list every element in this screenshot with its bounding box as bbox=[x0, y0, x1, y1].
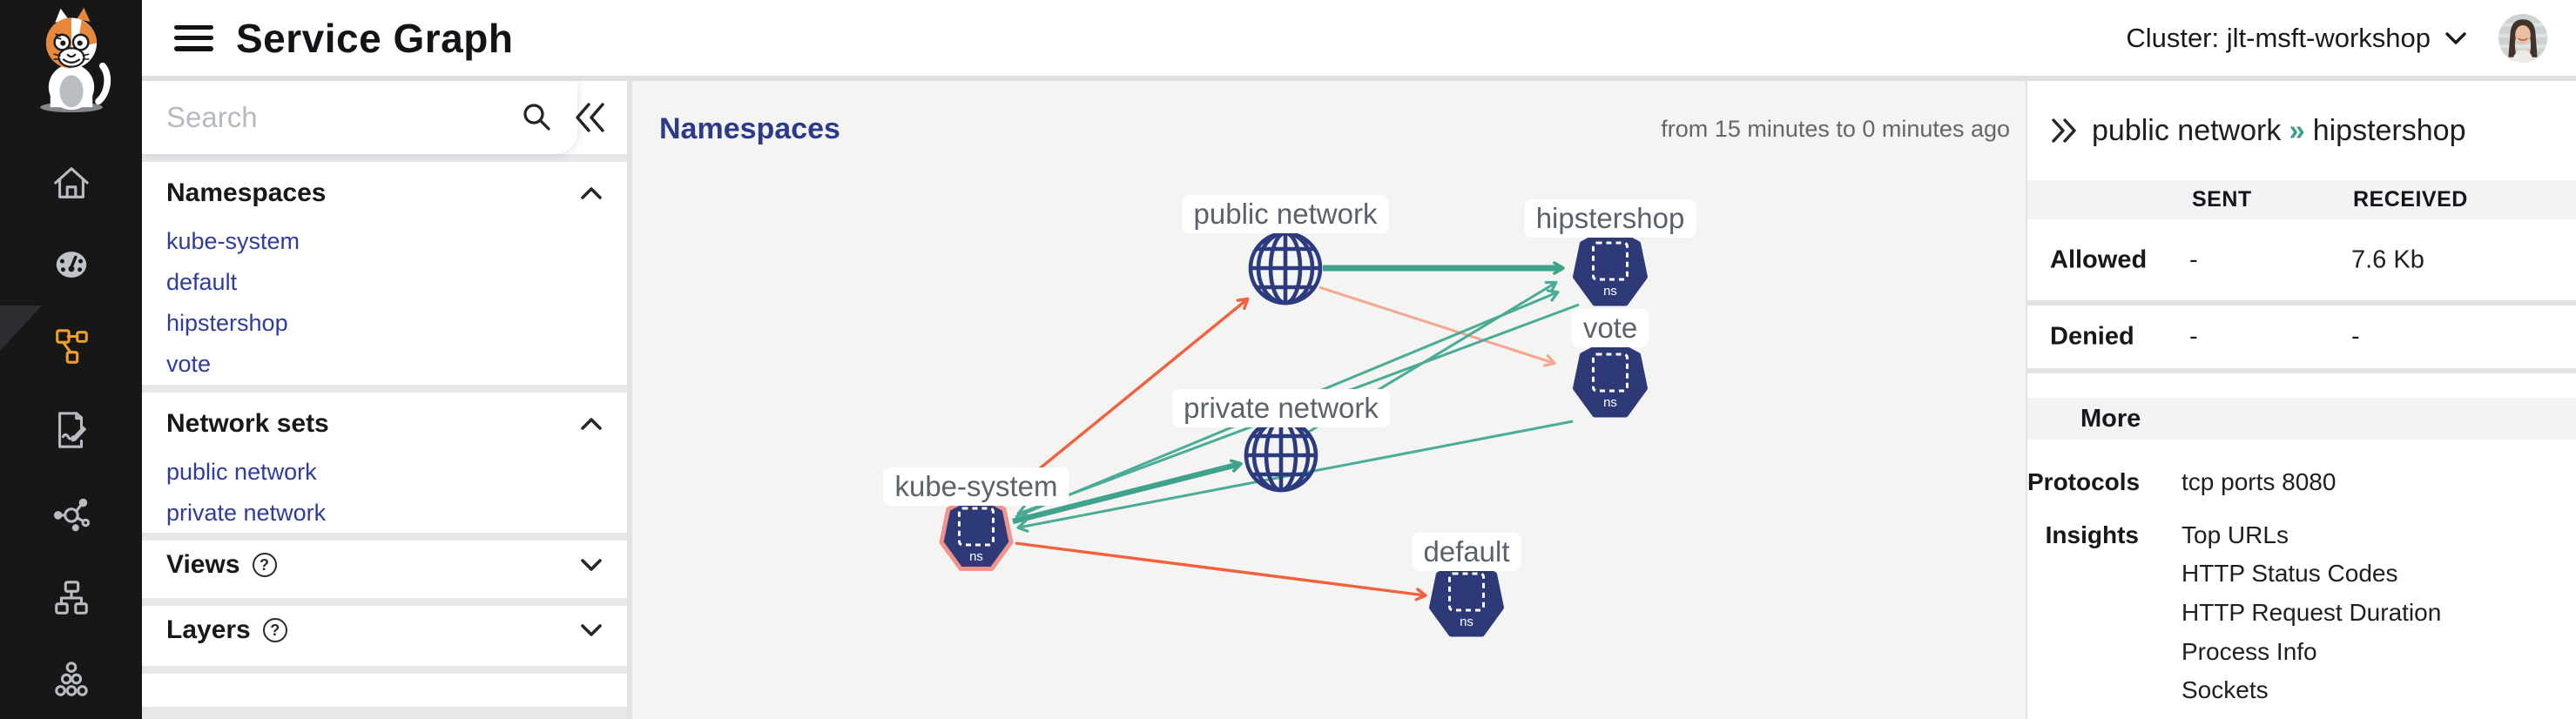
chevron-up-icon bbox=[580, 186, 603, 200]
time-range-label: from 15 minutes to 0 minutes ago bbox=[1661, 116, 2010, 142]
section-title: Network sets bbox=[166, 409, 329, 438]
node-hipstershop[interactable]: ns bbox=[1573, 226, 1648, 306]
active-rail-notch bbox=[0, 306, 42, 351]
chevron-up-icon bbox=[580, 417, 603, 431]
section-title: Views bbox=[166, 550, 240, 579]
node-default[interactable]: ns bbox=[1429, 557, 1504, 637]
protocols-value: tcp ports 8080 bbox=[2182, 468, 2337, 495]
calico-cat-logo bbox=[40, 3, 111, 113]
section-header-views[interactable]: Views ? bbox=[166, 541, 603, 589]
reports-icon[interactable] bbox=[51, 411, 91, 451]
namespace-link[interactable]: hipstershop bbox=[166, 310, 288, 336]
dashboard-icon[interactable] bbox=[51, 245, 91, 285]
service-graph-icon[interactable] bbox=[51, 326, 91, 366]
edge-kube-system-to-private-network[interactable] bbox=[1012, 459, 1243, 525]
graph-canvas: Namespaces from 15 minutes to 0 minutes … bbox=[627, 81, 2026, 719]
table-row-allowed: Allowed - 7.6 Kb bbox=[2027, 219, 2576, 300]
node-label-public-network[interactable]: public network bbox=[1182, 195, 1389, 233]
icon-rail bbox=[0, 0, 142, 719]
panel-divider bbox=[627, 81, 632, 719]
namespace-link[interactable]: default bbox=[166, 269, 238, 295]
node-label-kube-system[interactable]: kube-system bbox=[883, 467, 1069, 506]
breadcrumb-separator-icon: » bbox=[2289, 114, 2305, 146]
home-icon[interactable] bbox=[51, 163, 91, 203]
traffic-table-header: SENT RECEIVED bbox=[2027, 180, 2576, 219]
column-header-sent: SENT bbox=[2192, 187, 2252, 212]
panel-footer bbox=[142, 674, 627, 707]
namespace-link[interactable]: kube-system bbox=[166, 228, 300, 254]
node-label-private-network[interactable]: private network bbox=[1172, 389, 1390, 427]
ns-badge: ns bbox=[969, 549, 983, 564]
breadcrumb: public network » hipstershop bbox=[2027, 81, 2576, 180]
search-icon[interactable] bbox=[519, 100, 554, 135]
topbar: Service Graph Cluster: jlt-msft-workshop bbox=[142, 0, 2576, 81]
column-header-received: RECEIVED bbox=[2353, 187, 2468, 212]
help-icon[interactable]: ? bbox=[252, 553, 277, 577]
row-label: Denied bbox=[2050, 322, 2134, 351]
node-private-network[interactable] bbox=[1244, 418, 1318, 493]
breadcrumb-target[interactable]: hipstershop bbox=[2312, 113, 2466, 147]
canvas-view-title: Namespaces bbox=[659, 112, 840, 145]
chevron-down-icon[interactable] bbox=[2445, 30, 2467, 46]
divider bbox=[2027, 300, 2576, 306]
section-header-namespaces[interactable]: Namespaces bbox=[166, 169, 603, 218]
node-kube-system[interactable]: ns bbox=[939, 492, 1014, 571]
network-set-link[interactable]: public network bbox=[166, 459, 317, 485]
cell-received: 7.6 Kb bbox=[2351, 245, 2424, 273]
more-label: More bbox=[2080, 404, 2141, 433]
ns-badge: ns bbox=[1603, 395, 1617, 410]
edge-public-network-to-vote[interactable] bbox=[1318, 286, 1556, 367]
section-header-network-sets[interactable]: Network sets bbox=[166, 400, 603, 448]
ns-badge: ns bbox=[1460, 615, 1473, 629]
node-label-default[interactable]: default bbox=[1412, 533, 1521, 571]
page-title: Service Graph bbox=[236, 15, 514, 61]
chevron-down-icon bbox=[580, 558, 603, 572]
menu-icon[interactable] bbox=[174, 24, 213, 51]
more-section-header[interactable]: More bbox=[2027, 398, 2576, 440]
chevron-down-icon bbox=[580, 623, 603, 637]
insight-item[interactable]: Top URLs bbox=[2182, 521, 2289, 548]
cell-sent: - bbox=[2189, 245, 2198, 273]
collapse-panel-icon[interactable] bbox=[574, 102, 607, 133]
protocols-label: Protocols bbox=[2027, 468, 2141, 495]
node-label-vote[interactable]: vote bbox=[1571, 309, 1649, 347]
user-avatar[interactable] bbox=[2498, 13, 2547, 63]
edge-details-panel: public network » hipstershop SENT RECEIV… bbox=[2026, 81, 2576, 719]
namespace-link[interactable]: vote bbox=[166, 351, 212, 377]
breadcrumb-source[interactable]: public network bbox=[2092, 113, 2282, 147]
network-flows-icon[interactable] bbox=[51, 494, 91, 534]
cluster-selector[interactable]: Cluster: jlt-msft-workshop bbox=[2126, 22, 2431, 53]
cluster-group-icon[interactable] bbox=[51, 659, 91, 699]
node-vote[interactable]: ns bbox=[1573, 338, 1648, 418]
section-title: Namespaces bbox=[166, 178, 327, 207]
cell-received: - bbox=[2351, 322, 2360, 351]
insights-label: Insights bbox=[2045, 521, 2139, 548]
divider bbox=[2027, 368, 2576, 373]
edge-kube-system-to-default[interactable] bbox=[1015, 541, 1427, 601]
filter-panel: Namespaces kube-system default hipstersh… bbox=[142, 81, 627, 719]
cell-sent: - bbox=[2189, 322, 2198, 351]
ns-badge: ns bbox=[1603, 284, 1617, 299]
row-label: Allowed bbox=[2050, 245, 2148, 273]
node-label-hipstershop[interactable]: hipstershop bbox=[1524, 199, 1696, 238]
insight-item[interactable]: Process Info bbox=[2182, 638, 2317, 665]
search-input[interactable] bbox=[166, 97, 515, 138]
topology-icon[interactable] bbox=[51, 578, 91, 618]
insight-item[interactable]: Sockets bbox=[2182, 676, 2269, 703]
search-card bbox=[142, 81, 577, 154]
expand-panel-icon[interactable] bbox=[2050, 118, 2078, 144]
section-title: Layers bbox=[166, 615, 251, 644]
help-icon[interactable]: ? bbox=[262, 618, 287, 642]
service-graph: ns ns ns ns bbox=[939, 226, 1648, 637]
network-set-link[interactable]: private network bbox=[166, 500, 327, 526]
insight-item[interactable]: HTTP Request Duration bbox=[2182, 599, 2442, 626]
table-row-denied: Denied - - bbox=[2027, 306, 2576, 368]
node-public-network[interactable] bbox=[1248, 231, 1323, 306]
insight-item[interactable]: HTTP Status Codes bbox=[2182, 560, 2398, 587]
section-header-layers[interactable]: Layers ? bbox=[166, 606, 603, 655]
